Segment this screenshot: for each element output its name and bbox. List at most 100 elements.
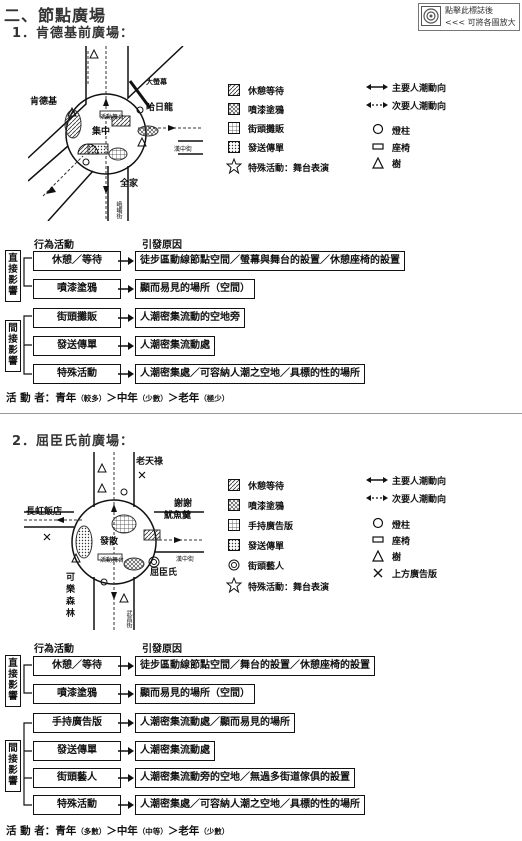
map1-center-label: 集中 [92, 127, 111, 137]
map2-street-h: 漢中街 [176, 556, 195, 563]
s2-indirect-label: 間接影響 [5, 740, 21, 792]
bench-icon [372, 143, 384, 150]
handheld-ad-icon [228, 519, 240, 531]
legend2-lamp: 燈柱 [392, 521, 411, 531]
map2-disperse: 發散 [100, 537, 119, 547]
s1-cause-4: 人潮密集處／可容納人潮之空地／具標的性的場所 [135, 364, 365, 384]
s2-cause-0: 徒步區動線節點空間／舞台的設置／休憩座椅的設置 [135, 656, 375, 676]
legend1-main-flow: 主要人潮動向 [392, 84, 447, 94]
secondary-flow-icon [366, 495, 388, 501]
map2-street-v: 武昌街 [125, 610, 132, 628]
star-icon [226, 577, 242, 593]
section-divider [0, 413, 522, 414]
s1-cause-0: 徒步區動線節點空間／螢幕與舞台的設置／休憩座椅的設置 [135, 251, 405, 271]
s1-arrow-1 [118, 285, 134, 293]
flyer-icon [228, 539, 240, 551]
legend1-special: 特殊活動：舞台表演 [248, 164, 330, 174]
s2-activity-4: 街頭藝人 [33, 768, 121, 788]
map2-xiexie: 謝謝 [174, 499, 193, 509]
map1-familymart-label: 全家 [120, 179, 139, 189]
s1-activity-0: 休憩／等待 [33, 251, 121, 271]
main-flow-icon [366, 84, 388, 90]
map2-kele4: 林 [66, 609, 76, 619]
s2-actors: 活 動 者：青年（多數）＞中年（中等）＞老年（少數） [6, 823, 229, 838]
legend2-bench: 座椅 [392, 537, 411, 547]
map2-kele: 可 [66, 573, 76, 583]
graffiti-icon [228, 499, 240, 511]
legend2-rest: 休憩等待 [248, 482, 285, 492]
s2-middle-q: （中等） [137, 827, 168, 836]
s2-cause-4: 人潮密集流動旁的空地／無過多街道傢俱的設置 [135, 768, 355, 788]
s1-activity-2: 街頭攤販 [33, 308, 121, 328]
s2-youth-q: （多數） [76, 827, 107, 836]
zoom-icon[interactable] [421, 6, 441, 26]
tree-icon [372, 550, 384, 562]
s1-elder-q: （極少） [199, 394, 230, 403]
street-artist-icon [228, 559, 240, 571]
star-icon [226, 158, 242, 174]
s2-activity-2: 手持廣告版 [33, 713, 121, 733]
legend1-secondary-flow: 次要人潮動向 [392, 102, 447, 112]
s1-activity-4: 特殊活動 [33, 364, 121, 384]
s1-col-cause: 引發原因 [142, 240, 182, 251]
s2-youth: 青年 [55, 825, 77, 837]
legend2-graffiti: 噴漆塗鴉 [248, 502, 285, 512]
s1-actors: 活 動 者：青年（較多）＞中年（少數）＞老年（極少） [6, 390, 229, 405]
legend1-vendor: 街頭攤販 [248, 125, 285, 135]
map2-kele2: 樂 [66, 585, 76, 595]
s2-cause-5: 人潮密集處／可容納人潮之空地／具標的性的場所 [135, 795, 365, 815]
lamp-icon [372, 517, 384, 529]
section1-map-drawing [27, 45, 203, 222]
legend2-secondary-flow: 次要人潮動向 [392, 495, 447, 505]
s2-brackets [23, 664, 32, 806]
section2-map-drawing [24, 452, 204, 630]
vendor-icon [228, 122, 240, 134]
s1-youth-q: （較多） [76, 394, 107, 403]
legend1-lamp: 燈柱 [392, 127, 411, 137]
s2-gt-1: ＞ [106, 825, 117, 837]
s1-middle: 中年 [116, 392, 138, 404]
s1-activity-1: 噴漆塗鴉 [33, 279, 121, 299]
s1-arrow-0 [118, 257, 134, 265]
s2-activity-3: 發送傳單 [33, 741, 121, 761]
zoom-hint[interactable]: 點擊此標誌後 <<< 可將各圖放大 [418, 3, 520, 31]
lamp-icon [372, 123, 384, 135]
s2-col-cause: 引發原因 [142, 644, 182, 655]
s1-arrow-3 [118, 342, 134, 350]
s2-arrow-3 [118, 747, 134, 755]
s1-col-activity: 行為活動 [34, 240, 74, 251]
s1-activity-3: 發送傳單 [33, 336, 121, 356]
section2-title: 2．屈臣氏前廣場： [12, 434, 135, 449]
s2-elder-q: （少數） [199, 827, 230, 836]
flyer-icon [228, 141, 240, 153]
legend1-tree: 樹 [392, 160, 402, 170]
rest-icon [228, 479, 240, 491]
page-title: 二、節點廣場 [4, 6, 107, 25]
s2-gt-2: ＞ [167, 825, 179, 837]
map1-kfc-label: 肯德基 [30, 97, 58, 107]
map1-street-h: 漢中街 [174, 146, 193, 153]
s2-arrow-2 [118, 719, 134, 727]
bench-icon [372, 536, 384, 543]
s1-gt-2: ＞ [167, 392, 179, 404]
s2-activity-5: 特殊活動 [33, 795, 121, 815]
main-flow-icon [366, 477, 388, 483]
s1-arrow-4 [118, 370, 134, 378]
s2-activity-1: 噴漆塗鴉 [33, 684, 121, 704]
s1-cause-3: 人潮密集流動處 [135, 336, 215, 356]
s2-cause-2: 人潮密集流動處／顯而易見的場所 [135, 713, 295, 733]
legend2-handheld-ad: 手持廣告版 [248, 522, 294, 532]
s1-indirect-label: 間接影響 [5, 320, 21, 372]
s2-elder: 老年 [178, 825, 200, 837]
s1-middle-q: （少數） [137, 394, 168, 403]
s2-arrow-4 [118, 774, 134, 782]
map1-screen-label: 大螢幕 [146, 78, 167, 86]
legend2-overhead-ad: 上方廣告版 [392, 570, 438, 580]
map1-stage-label: 活動舞台 [100, 114, 125, 121]
legend2-main-flow: 主要人潮動向 [392, 477, 447, 487]
map2-xiexie2: 魷魚羹 [164, 511, 192, 521]
s2-middle: 中年 [116, 825, 138, 837]
map2-watsons: 屈臣氏 [150, 568, 178, 578]
legend1-bench: 座椅 [392, 144, 411, 154]
secondary-flow-icon [366, 102, 388, 108]
